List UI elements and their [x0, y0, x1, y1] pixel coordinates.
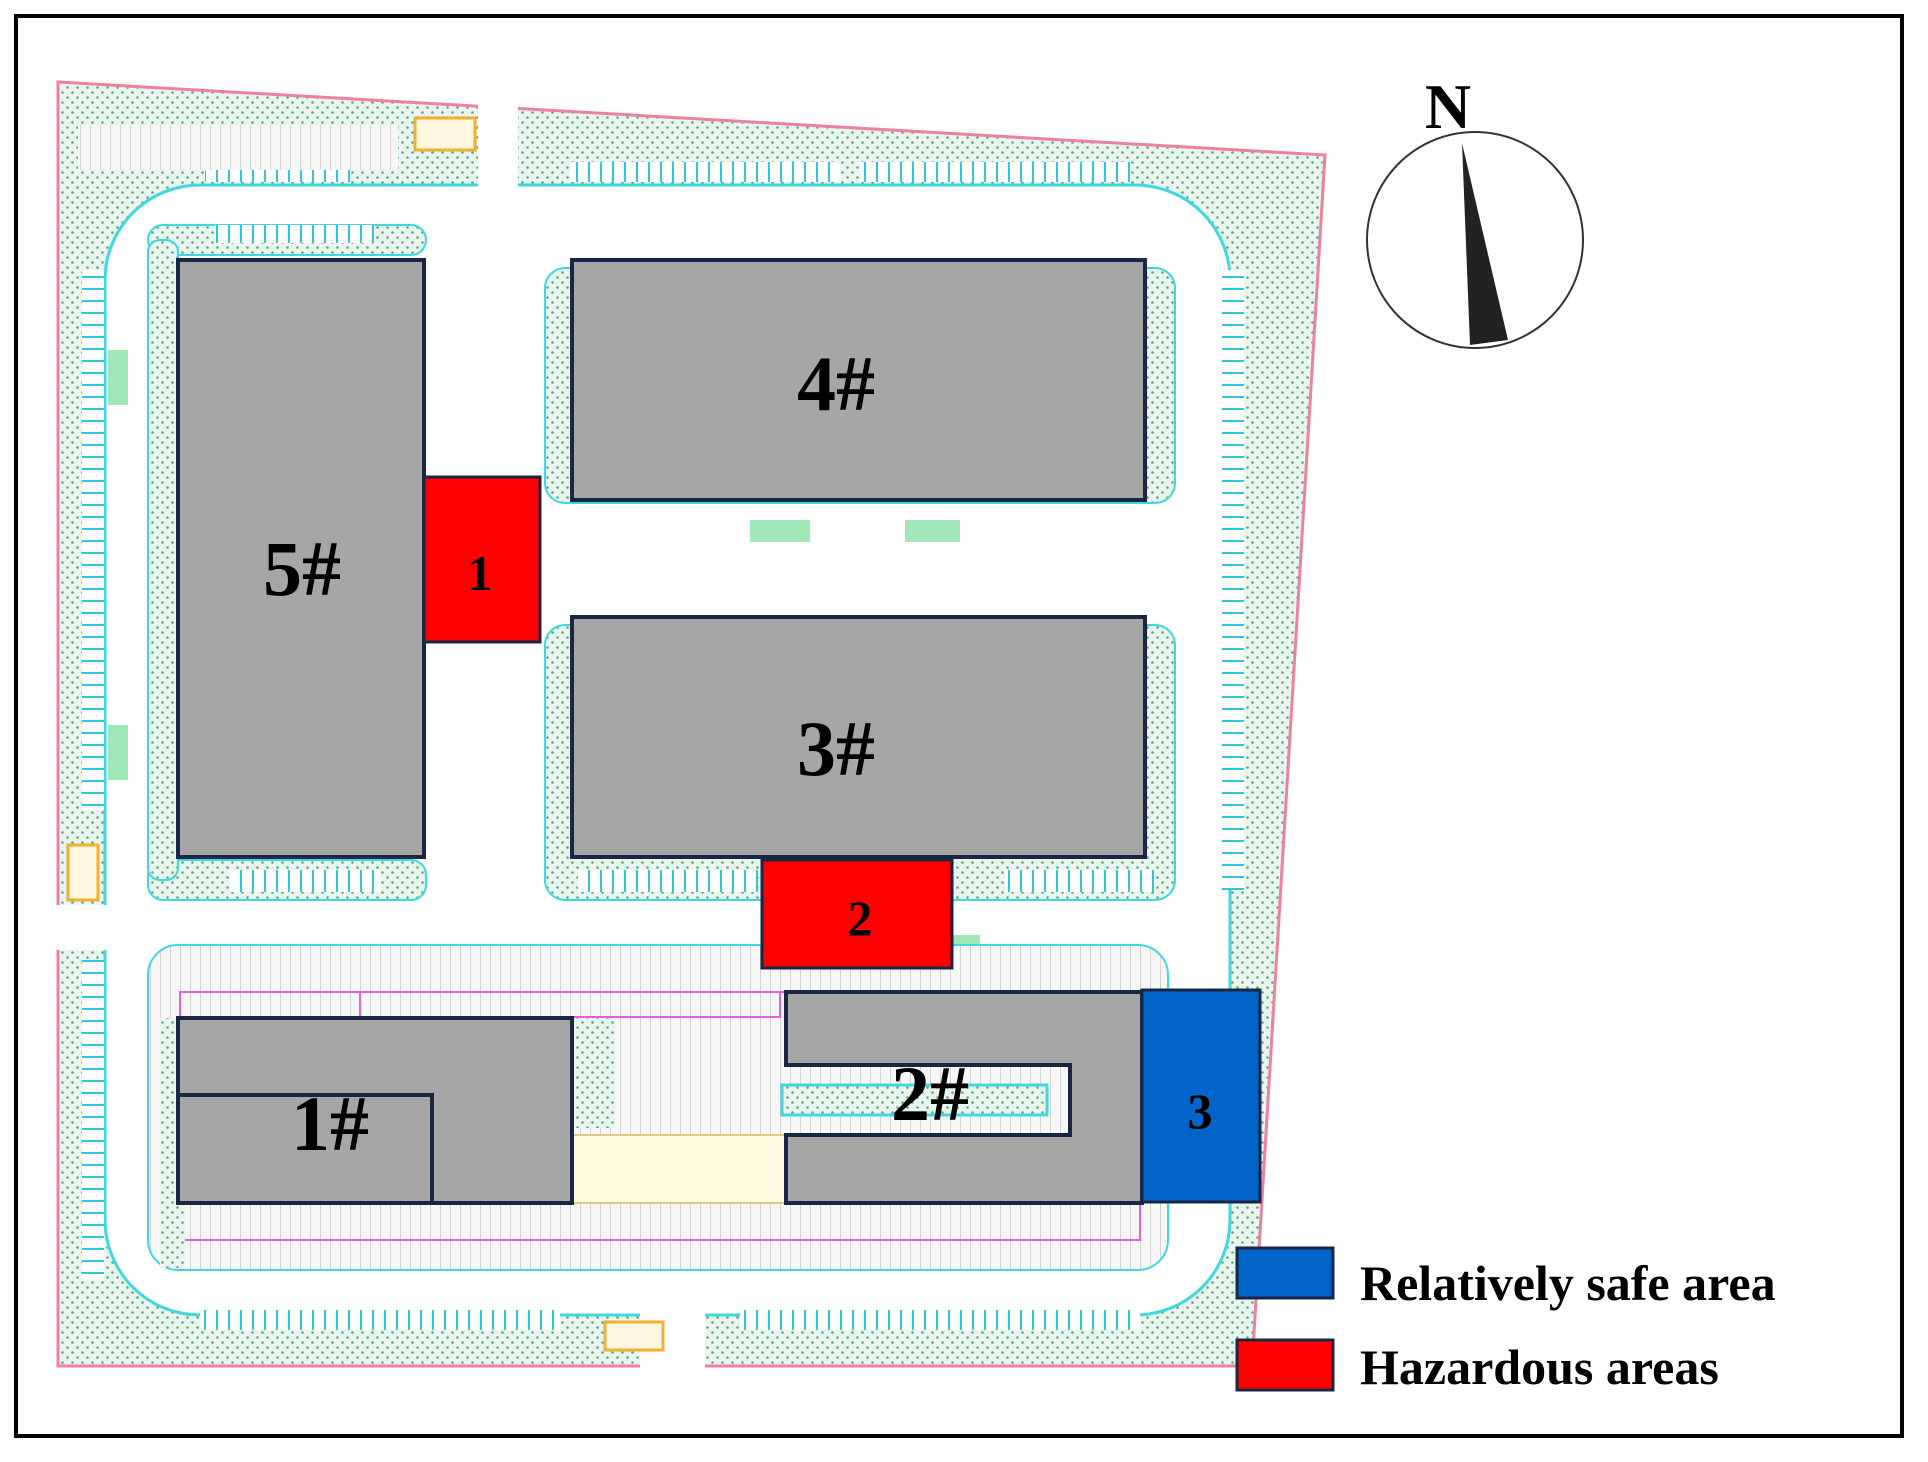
building-1-label: 1#: [291, 1080, 369, 1167]
green-patch-4: [905, 520, 960, 542]
parking-row-south-2: [740, 1310, 1140, 1330]
parking-row-south-1: [200, 1310, 560, 1330]
building-1: 1#: [176, 1016, 574, 1205]
parking-5-top: [215, 225, 375, 243]
gatehouse-north: [413, 116, 477, 152]
safe-zone-3-label: 3: [1188, 1083, 1213, 1139]
safe-zone-3: 3: [1140, 988, 1262, 1204]
gatehouse-west: [66, 843, 100, 902]
building-2-inner-slot: [780, 1083, 1049, 1117]
building-2: 2#: [780, 990, 1144, 1205]
parking-3-bottom-2: [1005, 870, 1155, 892]
compass-north-label: N: [1425, 71, 1471, 142]
north-needle-icon: [1462, 143, 1508, 345]
green-patch-3: [750, 520, 810, 542]
map-legend: Relatively safe area Hazardous areas: [1235, 1246, 1776, 1395]
building-2-label: 2#: [891, 1050, 969, 1137]
hazard-zone-2: 2: [760, 858, 954, 970]
west-entrance-road: [20, 905, 110, 950]
building-4: 4#: [570, 258, 1147, 502]
green-patch-2: [108, 725, 128, 780]
hazard-zone-2-label: 2: [848, 890, 873, 946]
parking-row-west: [82, 270, 104, 810]
gatehouse-south: [603, 1320, 665, 1352]
building-4-label: 4#: [797, 340, 875, 427]
parking-5-bottom: [230, 870, 380, 892]
legend-safe-label: Relatively safe area: [1360, 1255, 1776, 1311]
hazard-zone-1-label: 1: [468, 545, 493, 601]
hazard-zone-1: 1: [422, 475, 542, 644]
plaza-dots-mid: [570, 1018, 615, 1128]
legend-hazard-swatch: [1235, 1338, 1335, 1392]
landscape-5-left: [147, 239, 179, 881]
building-5: 5#: [176, 258, 426, 859]
paving-north-west: [78, 125, 398, 170]
north-arrow-compass: N: [1366, 71, 1584, 349]
parking-row-west-2: [82, 960, 104, 1280]
green-patch-1: [108, 350, 128, 405]
parking-row-north-2: [570, 162, 840, 182]
legend-hazard-label: Hazardous areas: [1360, 1339, 1719, 1395]
connecting-corridor: [572, 1134, 789, 1204]
map-frame: [14, 14, 1904, 1438]
north-entrance-road: [478, 70, 518, 190]
building-5-label: 5#: [263, 525, 341, 612]
parking-row-north-3: [860, 162, 1130, 182]
building-3: 3#: [570, 615, 1147, 859]
parking-3-bottom-1: [578, 870, 758, 892]
legend-safe-swatch: [1235, 1246, 1335, 1300]
parking-row-east: [1222, 270, 1244, 890]
building-3-label: 3#: [797, 705, 875, 792]
